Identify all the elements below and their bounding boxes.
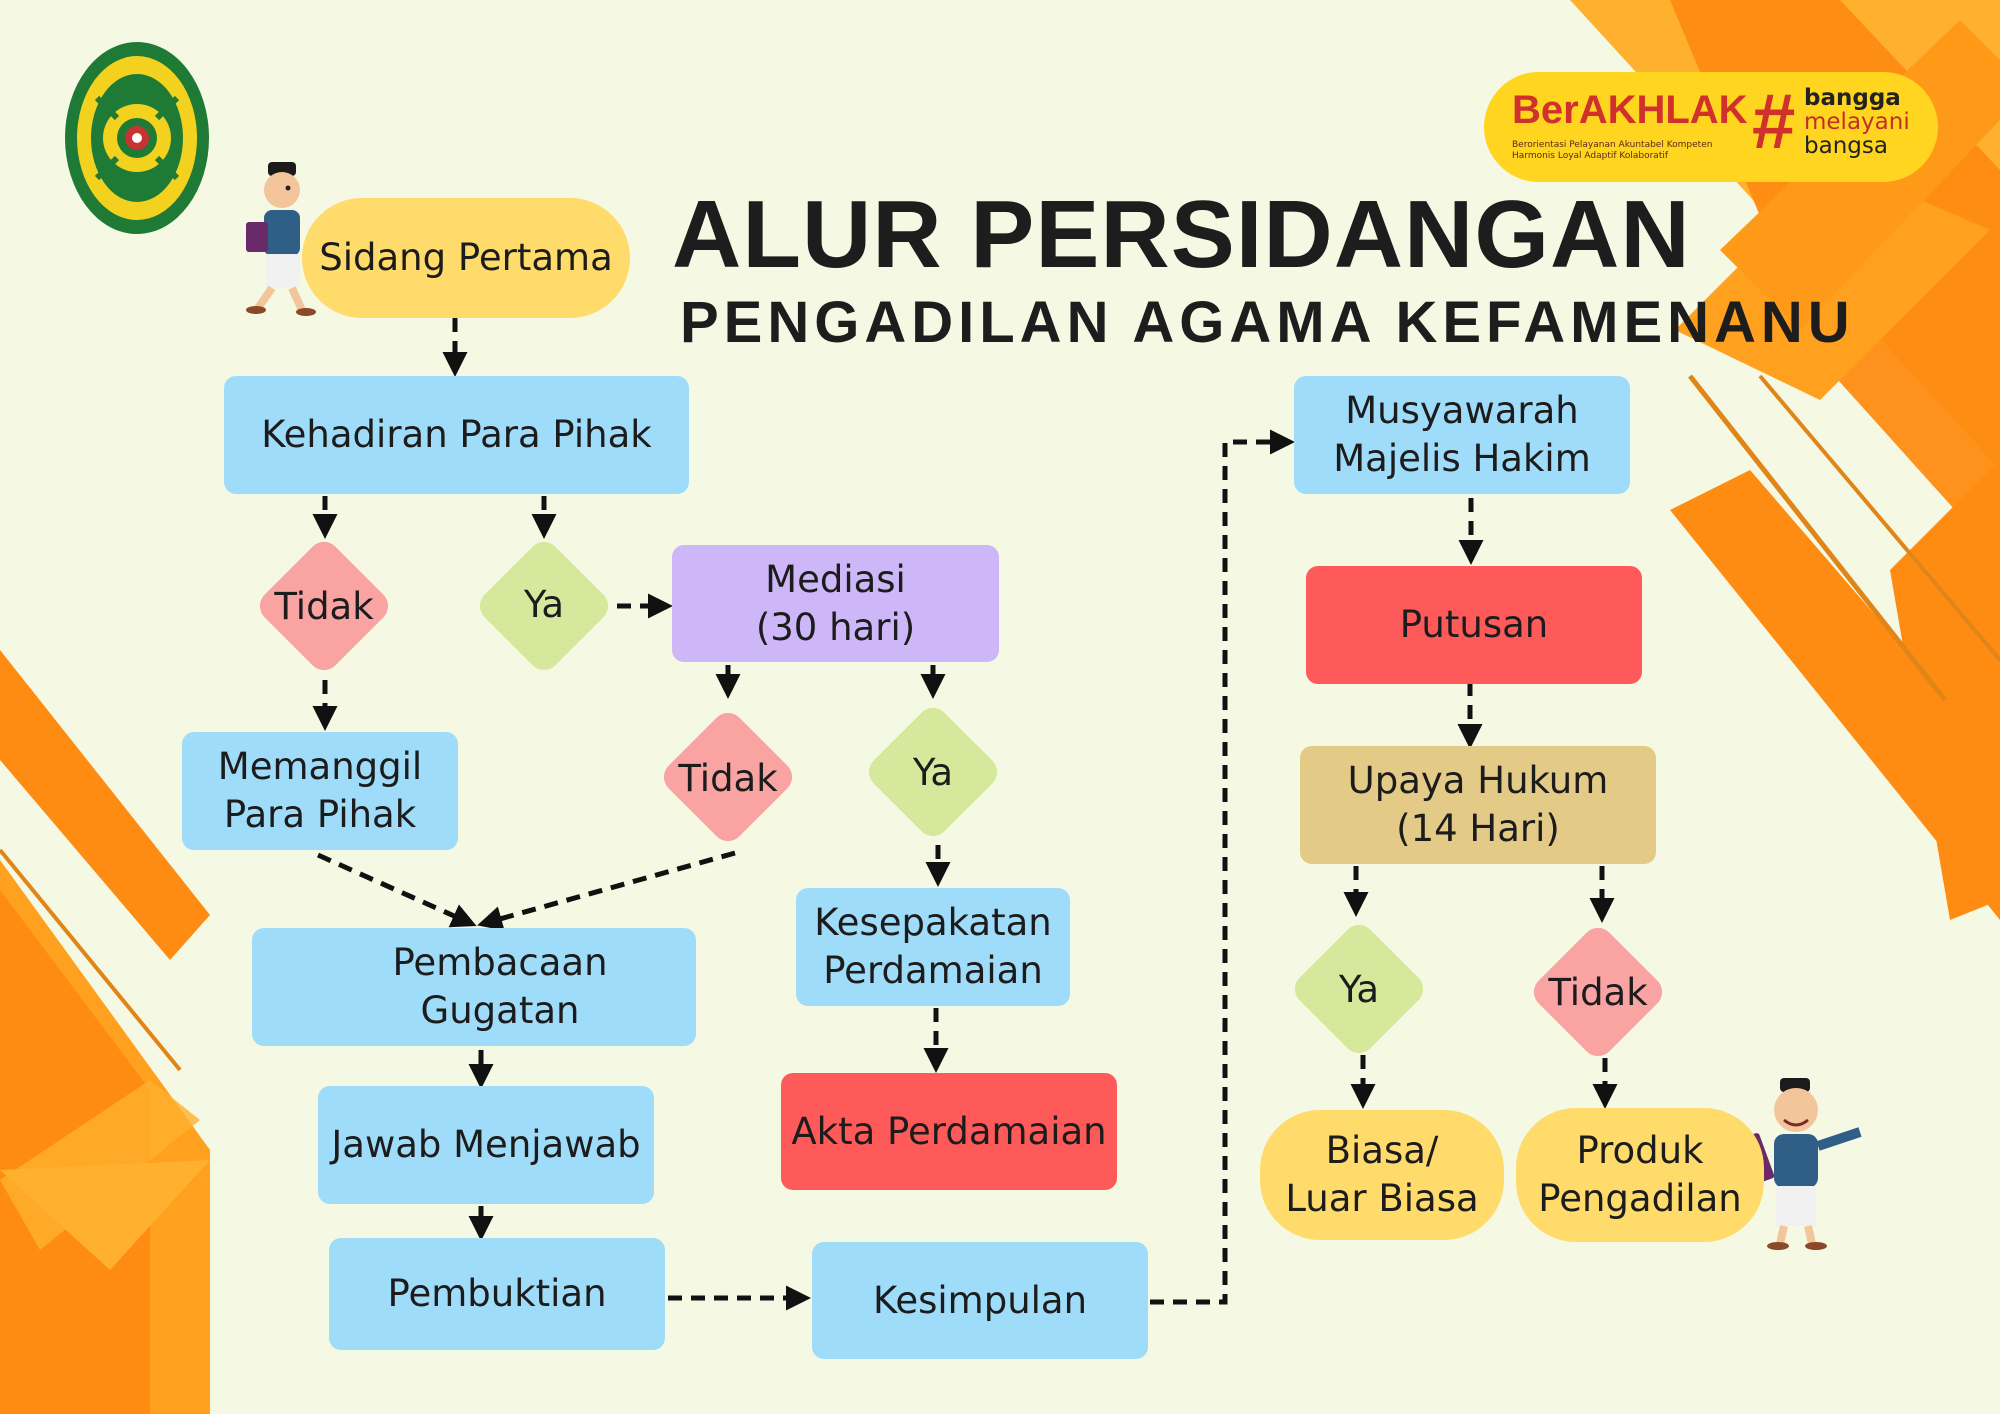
berakhlak-values-line2: Harmonis Loyal Adaptif Kolaboratif <box>1512 151 1712 162</box>
page-title: ALUR PERSIDANGAN <box>672 180 1691 290</box>
node-musyawarah-line2: Majelis Hakim <box>1333 435 1590 483</box>
decision-ya-upaya-label: Ya <box>1284 959 1434 1019</box>
node-biasa-line1: Biasa/ <box>1326 1127 1439 1175</box>
node-jawab-label: Jawab Menjawab <box>331 1121 640 1169</box>
berakhlak-badge: BerAKHLAK Berorientasi Pelayanan Akuntab… <box>1484 72 1938 182</box>
berakhlak-brand: BerAKHLAK <box>1512 88 1748 133</box>
node-memanggil-line2: Para Pihak <box>224 791 416 839</box>
node-akta-label: Akta Perdamaian <box>791 1108 1106 1156</box>
node-upaya-line2: (14 Hari) <box>1396 805 1560 853</box>
node-putusan: Putusan <box>1306 566 1642 684</box>
node-kehadiran-para-pihak: Kehadiran Para Pihak <box>224 376 689 494</box>
node-kesepakatan-perdamaian: Kesepakatan Perdamaian <box>796 888 1070 1006</box>
decision-ya-kehadiran-label: Ya <box>469 574 619 634</box>
node-kehadiran-label: Kehadiran Para Pihak <box>261 411 651 459</box>
page-subtitle: PENGADILAN AGAMA KEFAMENANU <box>680 288 1855 358</box>
node-produk-line2: Pengadilan <box>1538 1175 1742 1223</box>
decision-tidak-mediasi-label: Tidak <box>653 748 803 808</box>
node-mediasi: Mediasi (30 hari) <box>672 545 999 662</box>
berakhlak-tagline: bangga melayani bangsa <box>1804 86 1910 158</box>
node-memanggil-para-pihak: Memanggil Para Pihak <box>182 732 458 850</box>
node-pembuktian-label: Pembuktian <box>387 1270 606 1318</box>
node-musyawarah-line1: Musyawarah <box>1345 387 1579 435</box>
node-sidang-pertama: Sidang Pertama <box>302 198 630 318</box>
hashtag-icon: # <box>1752 76 1795 166</box>
decision-ya-mediasi-label: Ya <box>858 742 1008 802</box>
node-akta-perdamaian: Akta Perdamaian <box>781 1073 1117 1190</box>
node-memanggil-line1: Memanggil <box>218 743 422 791</box>
berakhlak-values: Berorientasi Pelayanan Akuntabel Kompete… <box>1512 140 1712 162</box>
berakhlak-values-line1: Berorientasi Pelayanan Akuntabel Kompete… <box>1512 140 1712 151</box>
decision-tidak-upaya-label: Tidak <box>1523 962 1673 1022</box>
node-sidang-pertama-label: Sidang Pertama <box>319 234 613 282</box>
decision-tidak-kehadiran-label: Tidak <box>249 576 399 636</box>
node-pembacaan-gugatan: Pembacaan Gugatan <box>252 928 696 1046</box>
tagline-bangga: bangga <box>1804 86 1910 110</box>
node-kesepakatan-line2: Perdamaian <box>823 947 1043 995</box>
court-logo <box>62 38 212 238</box>
tagline-melayani: melayani <box>1804 110 1910 134</box>
node-kesimpulan-label: Kesimpulan <box>873 1277 1087 1325</box>
node-biasa-line2: Luar Biasa <box>1285 1175 1478 1223</box>
node-upaya-line1: Upaya Hukum <box>1348 757 1609 805</box>
node-upaya-hukum: Upaya Hukum (14 Hari) <box>1300 746 1656 864</box>
node-biasa-luar-biasa: Biasa/ Luar Biasa <box>1260 1110 1504 1240</box>
node-jawab-menjawab: Jawab Menjawab <box>318 1086 654 1204</box>
node-produk-pengadilan: Produk Pengadilan <box>1516 1108 1764 1242</box>
node-pembuktian: Pembuktian <box>329 1238 665 1350</box>
node-pembacaan-label: Pembacaan Gugatan <box>262 939 686 1035</box>
node-mediasi-line1: Mediasi <box>765 556 906 604</box>
node-putusan-label: Putusan <box>1400 601 1548 649</box>
node-musyawarah-majelis-hakim: Musyawarah Majelis Hakim <box>1294 376 1630 494</box>
node-kesepakatan-line1: Kesepakatan <box>814 899 1051 947</box>
node-mediasi-line2: (30 hari) <box>756 604 915 652</box>
node-kesimpulan: Kesimpulan <box>812 1242 1148 1359</box>
node-produk-line1: Produk <box>1576 1127 1703 1175</box>
tagline-bangsa: bangsa <box>1804 134 1910 158</box>
